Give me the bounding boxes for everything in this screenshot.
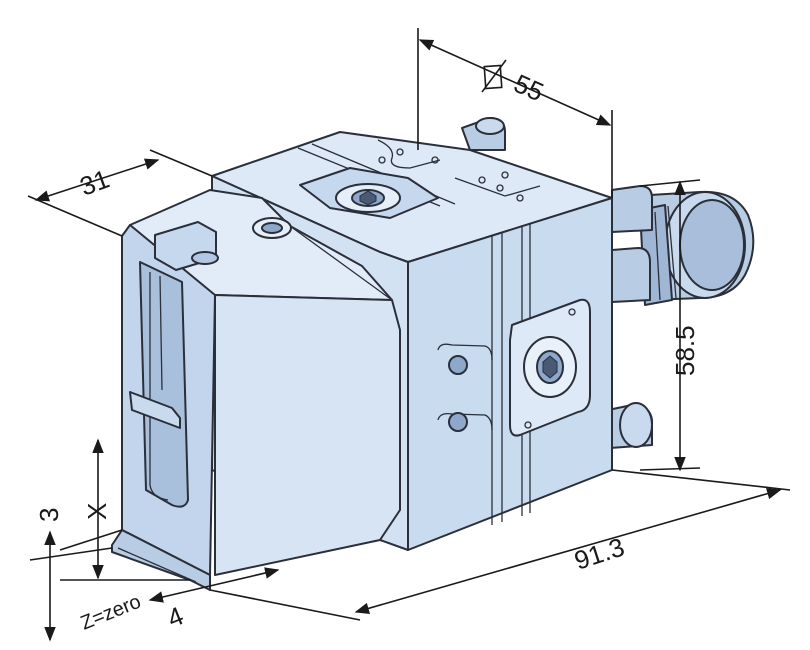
rear-pin-bottom (607, 402, 653, 449)
rear-pin-right (611, 185, 653, 303)
dim-label-55: 55 (510, 68, 549, 107)
dim-label-31: 31 (76, 164, 113, 202)
front-jaw (111, 189, 401, 591)
dim-label-3: 3 (34, 508, 64, 522)
dim-label-91-3: 91.3 (571, 532, 628, 576)
top-screw-pocket (299, 167, 439, 219)
drawbar-shaft (639, 190, 755, 306)
rear-pin-top (461, 117, 506, 151)
side-clamp-plate (509, 298, 591, 437)
dimension-3-x: 3 X (29, 438, 123, 642)
dim-label-z-zero: Z=zero (78, 591, 144, 635)
dimension-58-5: 58.5 (639, 179, 701, 472)
dimension-z-zero-4: Z=zero 4 (60, 567, 280, 635)
dim-label-4: 4 (163, 600, 188, 633)
dim-label-58-5: 58.5 (670, 325, 700, 376)
dim-label-x: X (82, 503, 112, 520)
